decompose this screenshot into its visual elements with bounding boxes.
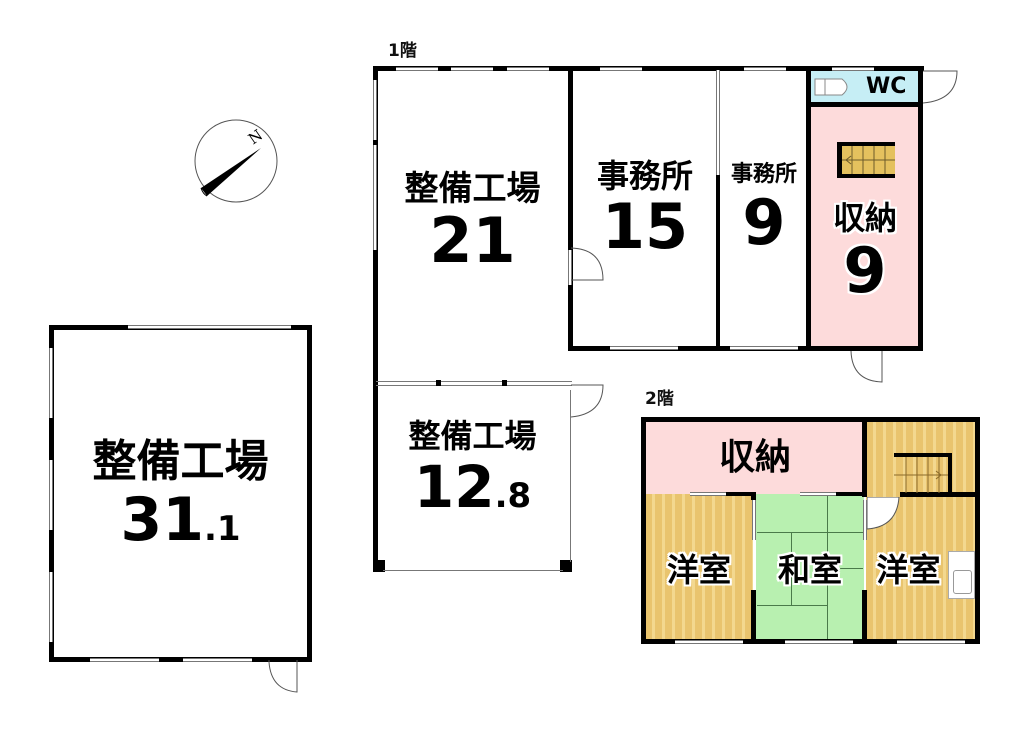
room-office-15 — [570, 67, 720, 349]
room-office-9 — [718, 67, 810, 349]
room-2f-japanese — [756, 494, 864, 640]
stairs-icon — [892, 453, 952, 495]
workshop-12-8-name: 整備工場 — [408, 417, 537, 455]
separate-workshop-name: 整備工場 — [92, 436, 269, 487]
wc-label: WC — [866, 74, 907, 99]
stairs-icon — [835, 140, 897, 180]
size-decimal: .1 — [203, 509, 241, 549]
storage-9-name: 収納 — [832, 199, 897, 237]
wall — [900, 492, 980, 497]
size-integer: 31 — [120, 485, 204, 555]
room-workshop-21 — [373, 67, 572, 383]
sliding-door[interactable] — [752, 500, 756, 540]
separate-workshop — [49, 325, 312, 662]
window — [716, 70, 720, 175]
wall — [641, 417, 646, 644]
window — [897, 640, 965, 644]
sliding-door[interactable] — [690, 492, 726, 496]
2f-storage-name: 収納 — [718, 437, 791, 478]
window — [744, 67, 786, 71]
2f-western-left-name: 洋室 — [666, 551, 731, 589]
door-wc[interactable] — [922, 70, 959, 104]
wall-thin — [570, 390, 571, 562]
wall — [862, 417, 867, 497]
door-workshop-12-8[interactable] — [570, 384, 605, 418]
wall — [373, 560, 385, 572]
window — [785, 640, 853, 644]
room-2f-storage — [645, 420, 865, 494]
sink-fixture — [948, 551, 975, 599]
wall — [641, 417, 980, 422]
wall-thin — [383, 570, 563, 571]
tatami-line — [827, 568, 863, 569]
room-workshop-12-8 — [373, 383, 572, 570]
tatami-line — [827, 494, 828, 640]
wall — [726, 492, 756, 496]
entry-door[interactable] — [267, 660, 299, 694]
wall — [751, 590, 756, 642]
north-arrow-icon — [194, 119, 278, 203]
wall — [560, 560, 572, 572]
workshop-21-size: 21 — [429, 204, 516, 277]
door-2f-western-right[interactable] — [866, 496, 901, 531]
office-9-name: 事務所 — [730, 162, 797, 187]
tatami-line — [757, 532, 863, 533]
partition — [376, 385, 572, 386]
window — [675, 640, 743, 644]
sliding-door[interactable] — [863, 500, 867, 540]
window — [49, 348, 53, 418]
wall — [373, 66, 378, 570]
storage-9-size: 9 — [843, 234, 887, 307]
separate-workshop-size: 31.1 — [49, 490, 312, 550]
size-integer: 12 — [413, 453, 495, 521]
wall — [716, 175, 720, 351]
room-2f-western-left — [645, 494, 753, 640]
window — [183, 658, 252, 662]
window — [373, 145, 377, 250]
office-9-size: 9 — [742, 186, 786, 259]
wall — [436, 380, 441, 386]
partition — [376, 381, 572, 382]
door-storage[interactable] — [850, 350, 884, 383]
wall — [836, 492, 866, 496]
wall — [502, 380, 507, 386]
wall — [810, 102, 920, 107]
tatami-line — [757, 605, 827, 606]
tatami-line — [791, 532, 792, 605]
office-15-size: 15 — [601, 190, 689, 263]
wall — [975, 417, 980, 644]
office-15-name: 事務所 — [596, 157, 693, 195]
window — [373, 80, 377, 140]
window — [396, 67, 438, 71]
window — [600, 67, 642, 71]
window — [610, 346, 678, 350]
window — [49, 572, 53, 642]
wall — [373, 66, 924, 71]
window — [49, 460, 53, 530]
window — [507, 67, 549, 71]
workshop-21-name: 整備工場 — [404, 169, 541, 209]
window — [832, 67, 874, 71]
window — [568, 250, 572, 285]
2f-japanese-name: 和室 — [777, 551, 842, 589]
window — [451, 67, 493, 71]
compass: N — [193, 118, 279, 204]
workshop-12-8-size: 12.8 — [373, 458, 572, 516]
wall — [568, 66, 573, 351]
door-office-15[interactable] — [570, 247, 605, 281]
window — [730, 346, 798, 350]
2f-western-right-name: 洋室 — [876, 551, 941, 589]
wall — [806, 66, 811, 351]
floor-label-1f: 1階 — [388, 41, 417, 61]
window — [90, 658, 159, 662]
toilet-icon — [814, 76, 854, 98]
wall — [918, 66, 923, 351]
size-decimal: .8 — [494, 476, 532, 516]
wall — [751, 492, 756, 500]
floor-label-2f: 2階 — [645, 389, 674, 409]
sliding-door[interactable] — [800, 492, 836, 496]
wall — [862, 590, 867, 642]
window — [128, 325, 291, 329]
